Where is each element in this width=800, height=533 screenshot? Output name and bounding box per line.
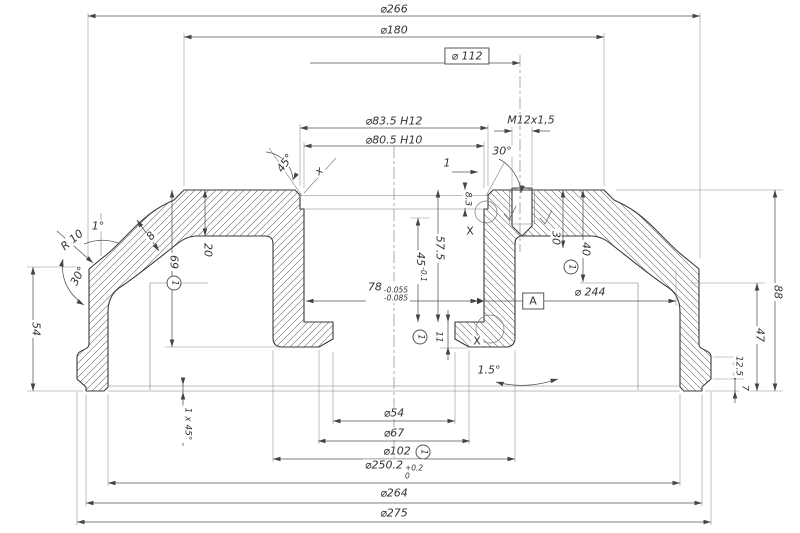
note-1-circle-69: 1 bbox=[166, 275, 182, 291]
dim-m12-thread: M12x1,5 bbox=[505, 113, 557, 127]
dim-30-depth: 30 bbox=[549, 229, 563, 247]
dim-dia244: ⌀ 244 bbox=[572, 285, 608, 299]
dim-angle-30-top: 30° bbox=[490, 144, 514, 158]
dim-78-value: 78 bbox=[367, 280, 382, 294]
dim-69-depth: 69 bbox=[167, 253, 181, 271]
dim-dia102: ⌀102 bbox=[381, 444, 413, 458]
dim-dia112-boxed: ⌀ 112 bbox=[444, 47, 490, 65]
dim-angle-1-5deg: 1.5° bbox=[475, 363, 503, 377]
datum-a-triangle bbox=[477, 297, 484, 305]
dim-dia80-5-h10: ⌀80.5 H10 bbox=[363, 133, 425, 147]
dim-11-depth: 11 bbox=[433, 329, 444, 345]
datum-a-flag: A bbox=[522, 292, 544, 310]
note-1-circle-40: 1 bbox=[563, 259, 579, 275]
dim-dia275: ⌀275 bbox=[378, 506, 410, 520]
note-1-circle-11: 1 bbox=[412, 329, 428, 345]
dim-12-5-height: 12.5 bbox=[733, 353, 744, 379]
dim-78-tol-lower: -0.085 bbox=[383, 293, 409, 303]
dim-dia180: ⌀180 bbox=[378, 23, 410, 37]
dimension-lines bbox=[32, 15, 776, 523]
dim-8-3-depth: 8.3 bbox=[462, 189, 473, 209]
dim-dia264: ⌀264 bbox=[378, 486, 410, 500]
dim-7-height: 7 bbox=[739, 383, 750, 393]
part-section-right bbox=[454, 187, 712, 392]
part-section-left bbox=[76, 189, 334, 392]
dim-dia83-5-h12: ⌀83.5 H12 bbox=[363, 114, 425, 128]
dim-250-2-tol-upper: +0.2 bbox=[404, 463, 424, 473]
dim-20-depth: 20 bbox=[201, 241, 215, 259]
detail-circles bbox=[474, 200, 505, 344]
dim-57-5-depth: 57.5 bbox=[433, 233, 447, 263]
dim-dia266: ⌀266 bbox=[378, 2, 410, 16]
dim-dia54: ⌀54 bbox=[381, 406, 407, 420]
dim-angle-1deg: 1° bbox=[89, 219, 107, 233]
detail-x-label-bottom: X bbox=[471, 334, 483, 348]
dim-45-value: 45 bbox=[414, 252, 427, 267]
detail-x-label-top: X bbox=[464, 224, 476, 238]
extension-lines bbox=[27, 13, 783, 525]
dim-88-height: 88 bbox=[771, 283, 785, 301]
dim-45-depth: 45-0.1 bbox=[414, 250, 428, 284]
dim-250-2-tol-lower: 0 bbox=[404, 471, 410, 481]
projected-edges bbox=[100, 147, 680, 392]
dim-78-bore: 78-0.055-0.085 bbox=[365, 280, 411, 303]
dim-dia67: ⌀67 bbox=[381, 426, 407, 440]
dim-78-tol-upper: -0.055 bbox=[383, 285, 409, 295]
dim-40-depth: 40 bbox=[579, 240, 593, 258]
dim-54-height: 54 bbox=[29, 320, 43, 338]
dim-47-height: 47 bbox=[753, 326, 767, 344]
dim-45-tolerance: -0.1 bbox=[419, 267, 428, 282]
dim-chamfer-1x45: 1 x 45° bbox=[182, 405, 193, 443]
note-1-circle-102: 1 bbox=[415, 444, 431, 460]
surface-finish-marks bbox=[503, 205, 553, 225]
dim-chamfer-1: 1 bbox=[441, 156, 453, 170]
dim-250-2-value: ⌀250.2 bbox=[364, 458, 403, 472]
